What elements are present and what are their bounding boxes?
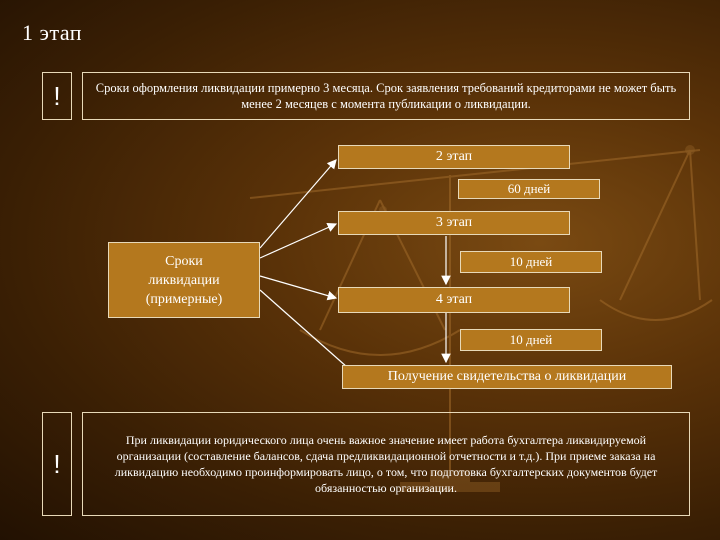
stage-2-days: 60 дней: [458, 179, 600, 199]
bottom-note-mark: !: [42, 412, 72, 516]
page-title: 1 этап: [22, 20, 83, 45]
liquidation-terms-line2: ликвидации: [148, 272, 220, 288]
liquidation-terms-line3: (примерные): [145, 291, 223, 307]
stage-3-box: 3 этап: [338, 211, 570, 235]
stage-4-days: 10 дней: [460, 329, 602, 351]
stage-3-days: 10 дней: [460, 251, 602, 273]
bottom-note-box: При ликвидации юридического лица очень в…: [82, 412, 690, 516]
top-note-mark: !: [42, 72, 72, 120]
final-certificate-box: Получение свидетельства о ликвидации: [342, 365, 672, 389]
stage-2-box: 2 этап: [338, 145, 570, 169]
liquidation-terms-box: Сроки ликвидации (примерные): [108, 242, 260, 318]
top-note-box: Сроки оформления ликвидации примерно 3 м…: [82, 72, 690, 120]
liquidation-terms-line1: Сроки: [165, 253, 203, 269]
stage-4-box: 4 этап: [338, 287, 570, 313]
